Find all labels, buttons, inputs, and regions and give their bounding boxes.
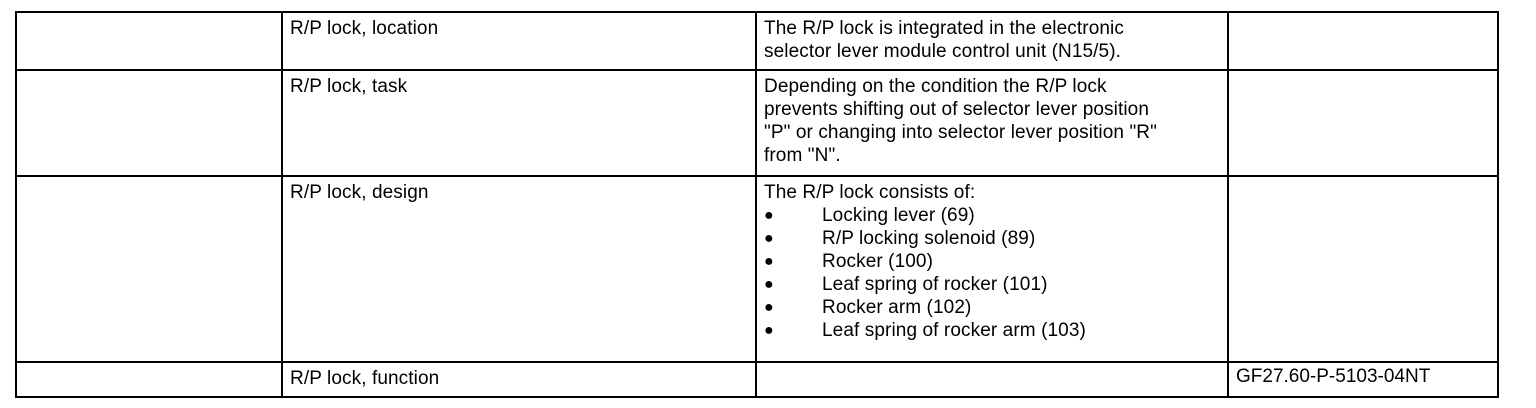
cell-blank bbox=[15, 175, 283, 363]
list-item-label: Locking lever (69) bbox=[822, 205, 975, 226]
cell-blank bbox=[15, 69, 283, 177]
description-line: The R/P lock is integrated in the electr… bbox=[764, 18, 1124, 39]
cell-reference bbox=[1227, 175, 1499, 363]
list-item: ● Locking lever (69) bbox=[764, 204, 1221, 227]
table-row: R/P lock, design The R/P lock consists o… bbox=[15, 175, 1499, 363]
description-text: The R/P lock consists of: ● Locking leve… bbox=[757, 177, 1227, 348]
characteristic-label: R/P lock, function bbox=[290, 368, 440, 389]
list-item-label: Rocker (100) bbox=[822, 251, 934, 272]
bullet-icon: ● bbox=[764, 230, 774, 247]
specification-table: R/P lock, location The R/P lock is integ… bbox=[15, 11, 1499, 398]
list-item-label: Leaf spring of rocker (101) bbox=[822, 274, 1048, 295]
description-line: selector lever module control unit (N15/… bbox=[764, 41, 1122, 62]
bullet-icon: ● bbox=[764, 207, 774, 224]
cell-description: The R/P lock consists of: ● Locking leve… bbox=[755, 175, 1229, 363]
list-item: ● Rocker arm (102) bbox=[764, 296, 1221, 319]
table-row: R/P lock, task Depending on the conditio… bbox=[15, 69, 1499, 177]
cell-reference: GF27.60-P-5103-04NT bbox=[1227, 361, 1499, 398]
description-line: The R/P lock consists of: bbox=[764, 182, 976, 203]
list-item-label: Rocker arm (102) bbox=[822, 297, 972, 318]
cell-description bbox=[755, 361, 1229, 398]
description-text: Depending on the condition the R/P lock … bbox=[757, 71, 1227, 173]
reference-code bbox=[1229, 13, 1497, 19]
bullet-icon: ● bbox=[764, 299, 774, 316]
cell-characteristic: R/P lock, location bbox=[281, 11, 757, 71]
characteristic-label: R/P lock, design bbox=[290, 182, 429, 203]
reference-code bbox=[1229, 71, 1497, 77]
cell-reference bbox=[1227, 11, 1499, 71]
cell-reference bbox=[1227, 69, 1499, 177]
reference-code bbox=[1229, 177, 1497, 183]
cell-blank bbox=[15, 11, 283, 71]
description-line: "P" or changing into selector lever posi… bbox=[764, 122, 1157, 143]
list-item-label: R/P locking solenoid (89) bbox=[822, 228, 1036, 249]
description-text bbox=[757, 363, 1227, 373]
description-line: from "N". bbox=[764, 145, 841, 166]
reference-code: GF27.60-P-5103-04NT bbox=[1236, 366, 1431, 387]
list-item: ● Leaf spring of rocker (101) bbox=[764, 273, 1221, 296]
list-item: ● Leaf spring of rocker arm (103) bbox=[764, 319, 1221, 342]
bullet-icon: ● bbox=[764, 253, 774, 270]
list-item: ● R/P locking solenoid (89) bbox=[764, 227, 1221, 250]
description-text: The R/P lock is integrated in the electr… bbox=[757, 13, 1227, 69]
cell-characteristic: R/P lock, task bbox=[281, 69, 757, 177]
table-row: R/P lock, location The R/P lock is integ… bbox=[15, 11, 1499, 71]
characteristic-label: R/P lock, location bbox=[290, 18, 439, 39]
cell-characteristic: R/P lock, design bbox=[281, 175, 757, 363]
description-line: Depending on the condition the R/P lock bbox=[764, 76, 1107, 97]
table-row: R/P lock, function GF27.60-P-5103-04NT bbox=[15, 361, 1499, 398]
list-item: ● Rocker (100) bbox=[764, 250, 1221, 273]
component-list: ● Locking lever (69) ● R/P locking solen… bbox=[764, 204, 1221, 342]
list-item-label: Leaf spring of rocker arm (103) bbox=[822, 320, 1086, 341]
cell-blank bbox=[15, 361, 283, 398]
cell-description: The R/P lock is integrated in the electr… bbox=[755, 11, 1229, 71]
characteristic-label: R/P lock, task bbox=[290, 76, 408, 97]
bullet-icon: ● bbox=[764, 322, 774, 339]
cell-characteristic: R/P lock, function bbox=[281, 361, 757, 398]
description-line: prevents shifting out of selector lever … bbox=[764, 99, 1150, 120]
cell-description: Depending on the condition the R/P lock … bbox=[755, 69, 1229, 177]
bullet-icon: ● bbox=[764, 276, 774, 293]
